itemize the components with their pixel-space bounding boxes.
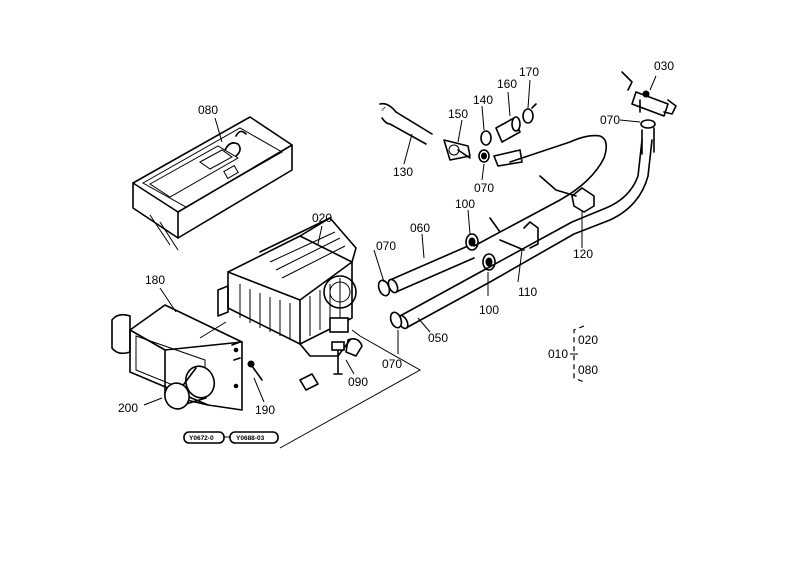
clamp-140 <box>480 130 492 146</box>
label-120: 120 <box>573 247 593 261</box>
clamp-070-upper <box>377 279 391 297</box>
label-200: 200 <box>118 401 138 415</box>
label-070-d: 070 <box>600 113 620 127</box>
hose-valve <box>641 127 655 155</box>
base-plate <box>199 321 422 449</box>
assembly-bracket <box>570 325 585 383</box>
label-160: 160 <box>497 77 517 91</box>
hose-160 <box>495 116 521 143</box>
label-100-bottom: 100 <box>479 303 499 317</box>
label-180: 180 <box>145 273 165 287</box>
hose-130: ♂ <box>379 102 433 145</box>
clamp-100-upper <box>465 233 479 251</box>
label-150: 150 <box>448 107 468 121</box>
label-020-unit: 020 <box>312 211 332 225</box>
label-010: 010 <box>548 347 568 361</box>
pipe-bracket-120 <box>571 187 595 213</box>
water-pipes <box>473 134 653 283</box>
clamp-070-upper-joint <box>478 149 490 163</box>
hose-060 <box>387 245 475 294</box>
ref-label-1: Y0672-0 <box>189 435 214 442</box>
label-110: 110 <box>518 285 537 299</box>
pipe-clamp-110 <box>499 221 539 251</box>
clamp-070-lower <box>389 311 403 329</box>
pipe-joint-150 <box>443 139 471 161</box>
clamp-170 <box>522 103 537 124</box>
hose-050 <box>397 269 491 330</box>
round-outlet <box>164 365 216 410</box>
leader-lines <box>143 75 657 406</box>
label-060: 060 <box>410 221 430 235</box>
screw <box>247 360 263 381</box>
label-130: 130 <box>393 165 413 179</box>
label-170: 170 <box>519 65 539 79</box>
water-cock-030 <box>621 71 677 117</box>
label-190: 190 <box>255 403 275 417</box>
label-070-b: 070 <box>382 357 402 371</box>
label-030: 030 <box>654 59 674 73</box>
hose-to-joint <box>493 149 523 167</box>
ref-label-2: Y0688-03 <box>236 435 265 442</box>
svg-text:♂: ♂ <box>380 104 387 114</box>
clamp-070-valve <box>640 119 656 129</box>
heater-unit <box>217 217 357 357</box>
label-050: 050 <box>428 331 448 345</box>
control-panel <box>132 116 293 251</box>
label-070-a: 070 <box>376 239 396 253</box>
label-140: 140 <box>473 93 493 107</box>
label-090: 090 <box>348 375 368 389</box>
label-080-top: 080 <box>198 103 218 117</box>
label-100-top: 100 <box>455 197 475 211</box>
label-070-c: 070 <box>474 181 494 195</box>
bolt-clip <box>299 338 363 391</box>
label-080-bracket: 080 <box>578 363 598 377</box>
label-020-bracket: 020 <box>578 333 598 347</box>
